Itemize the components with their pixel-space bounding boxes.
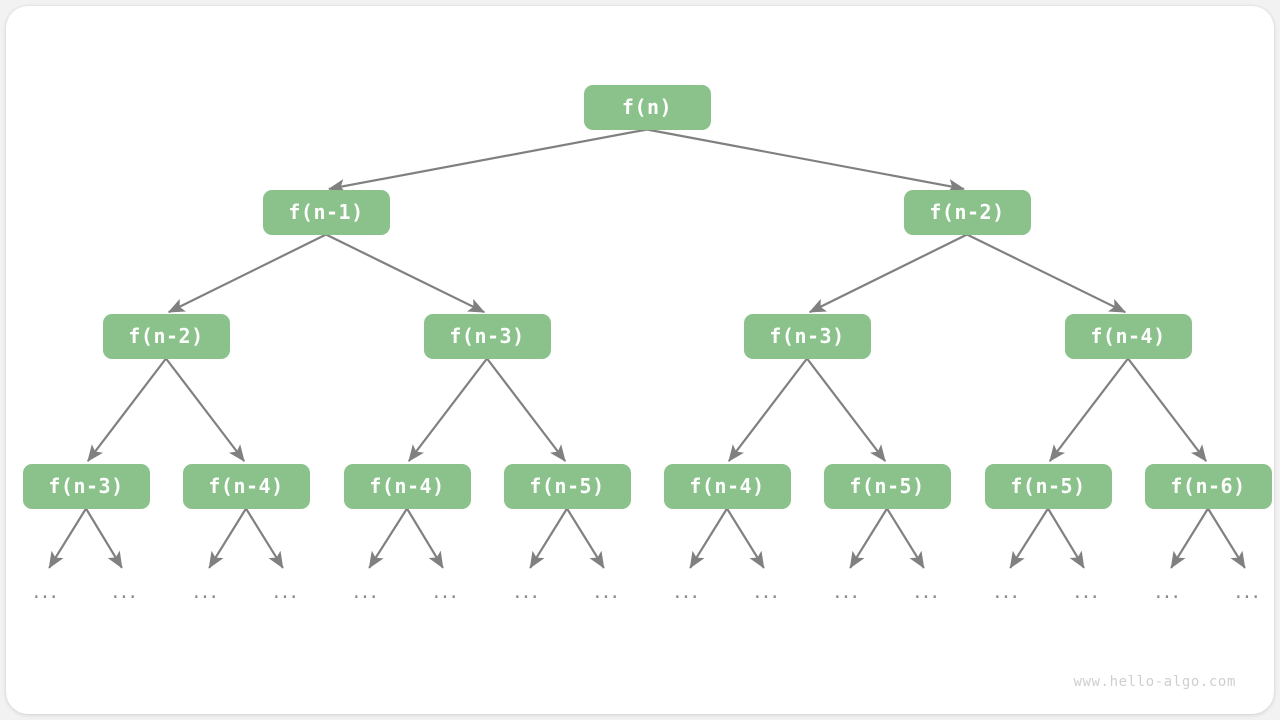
ellipsis-marker: ... [753,578,781,603]
tree-edge [486,357,567,462]
ellipsis-marker: ... [1234,578,1262,603]
ellipsis-marker: ... [593,578,621,603]
tree-edge [85,507,123,569]
tree-node: f(n-3) [22,463,150,509]
tree-node: f(n-5) [503,463,631,509]
tree-edge [165,357,246,462]
tree-edge [806,357,887,462]
tree-edge [726,507,765,569]
tree-edge [1009,507,1049,569]
ellipsis-marker: ... [111,578,139,603]
tree-edge [529,507,568,569]
tree-edge [966,233,1127,314]
ellipsis-marker: ... [833,578,861,603]
tree-node: f(n) [583,84,711,130]
tree-edge [208,507,247,569]
tree-edge [368,507,408,569]
tree-edge [1048,357,1129,462]
tree-edge [48,507,87,569]
tree-node: f(n-5) [984,463,1112,509]
ellipsis-marker: ... [513,578,541,603]
ellipsis-marker: ... [32,578,60,603]
tree-edge [886,507,925,569]
ellipsis-marker: ... [1154,578,1182,603]
ellipsis-marker: ... [352,578,380,603]
ellipsis-marker: ... [913,578,941,603]
tree-node: f(n-1) [262,189,390,235]
watermark: www.hello-algo.com [1073,674,1236,690]
tree-edge [325,233,486,314]
ellipsis-marker: ... [993,578,1021,603]
tree-edge [1207,507,1246,569]
tree-edge [1127,357,1208,462]
tree-edge [1170,507,1209,569]
tree-node: f(n-4) [1064,313,1192,359]
ellipsis-marker: ... [272,578,300,603]
tree-node: f(n-6) [1144,463,1272,509]
ellipsis-marker: ... [192,578,220,603]
tree-edge [167,233,327,314]
tree-node: f(n-4) [182,463,310,509]
tree-edge [1047,507,1085,569]
ellipsis-marker: ... [432,578,460,603]
tree-edge [86,357,167,462]
tree-edge [808,233,968,314]
tree-node: f(n-5) [823,463,951,509]
tree-node: f(n-3) [423,313,551,359]
tree-edge [646,128,965,193]
tree-edge [566,507,605,569]
tree-edge [407,357,488,462]
tree-node: f(n-3) [743,313,871,359]
tree-edge [689,507,728,569]
tree-node: f(n-4) [663,463,791,509]
tree-node: f(n-4) [343,463,471,509]
tree-edge [849,507,888,569]
tree-edge [727,357,808,462]
ellipsis-marker: ... [1073,578,1101,603]
tree-node: f(n-2) [903,189,1031,235]
tree-edge [406,507,444,569]
tree-edge [245,507,284,569]
tree-edge [328,128,648,193]
diagram-card: f(n) f(n-1) f(n-2) f(n-2) f(n-3) f(n-3) f(n-4)… [6,6,1274,714]
tree-node: f(n-2) [102,313,230,359]
ellipsis-marker: ... [673,578,701,603]
